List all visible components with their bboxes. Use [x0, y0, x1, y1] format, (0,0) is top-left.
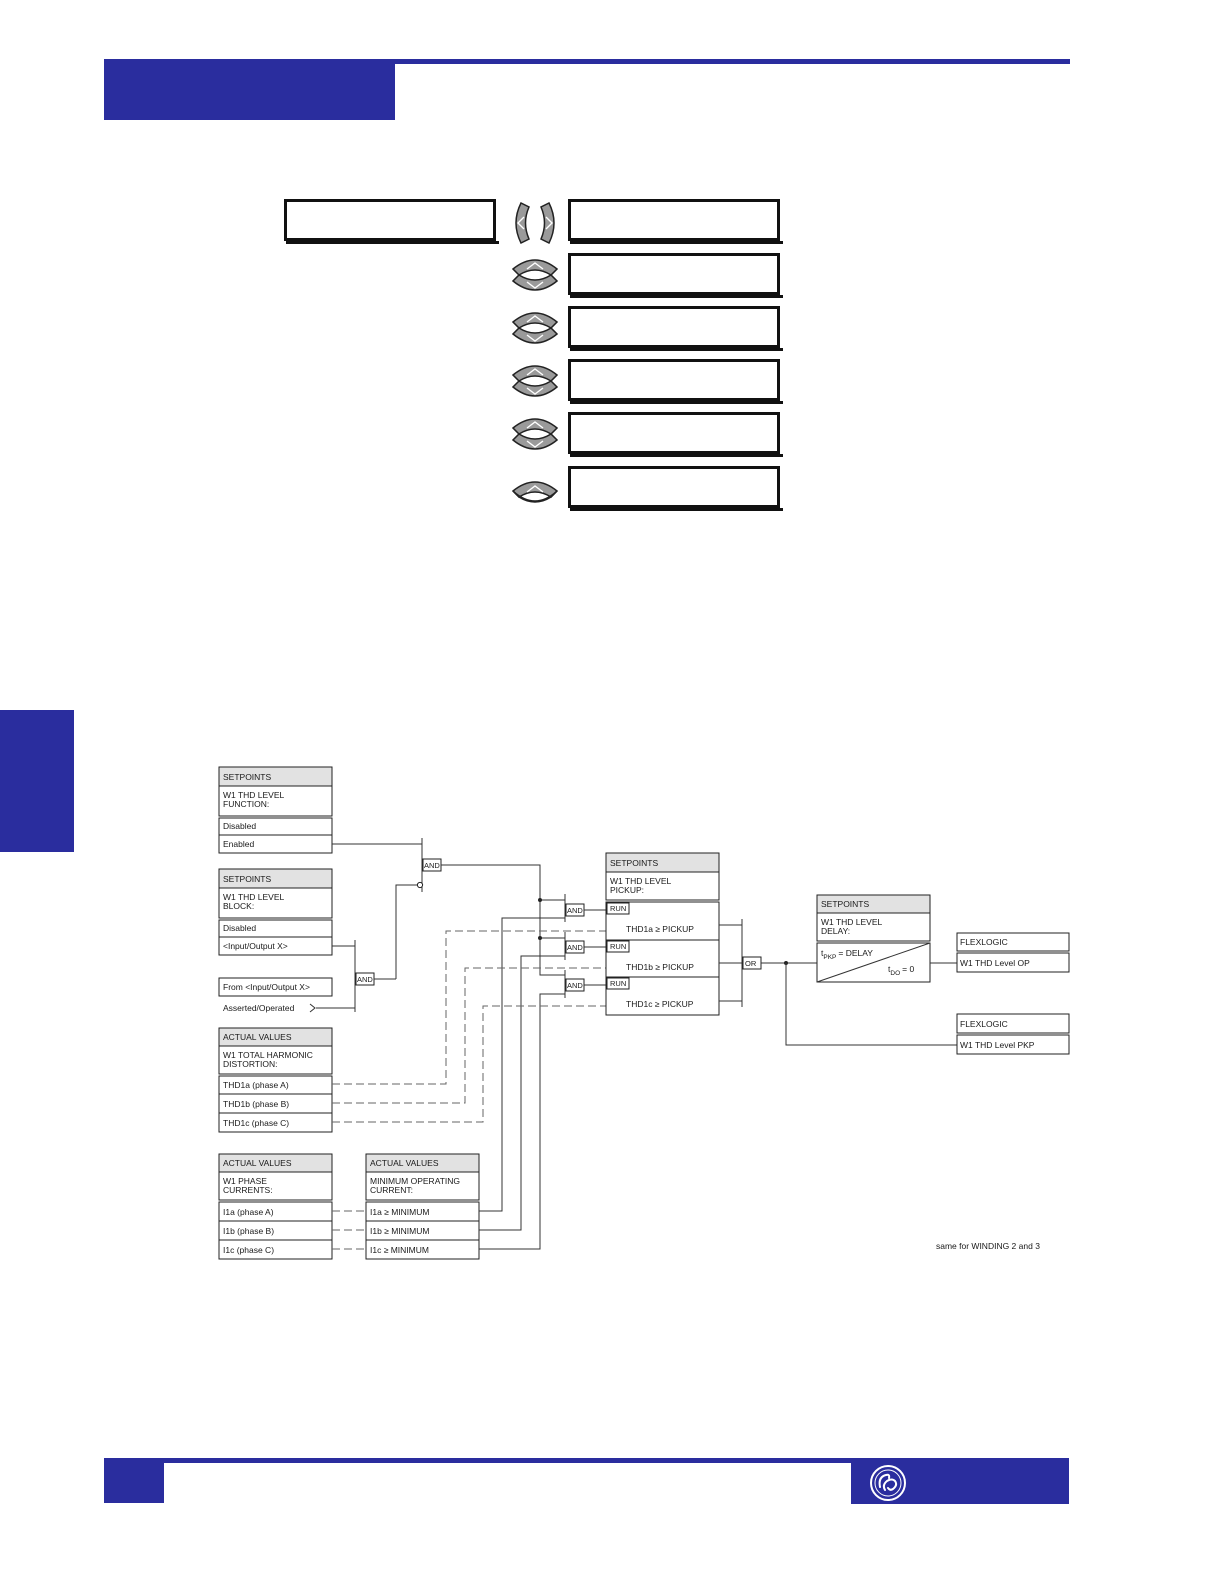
lcd-display-1 — [568, 199, 783, 244]
from-io-label: From <Input/Output X> — [223, 982, 310, 992]
footer-rule — [104, 1458, 1069, 1463]
actual-values-minimum-header: ACTUAL VALUES — [370, 1158, 439, 1168]
actual-values-thd-title2: DISTORTION: — [223, 1059, 277, 1069]
keypad-icons — [511, 201, 559, 503]
actual-values-currents-title2: CURRENTS: — [223, 1185, 273, 1195]
or-gate-label: OR — [745, 959, 757, 968]
run-label-a: RUN — [610, 904, 626, 913]
pickup-comparator-a: THD1a ≥ PICKUP — [626, 924, 694, 934]
lcd-display-2 — [568, 253, 783, 298]
up-down-key-icon[interactable] — [511, 312, 559, 344]
actual-values-thd-header: ACTUAL VALUES — [223, 1032, 292, 1042]
tpkp-label: tPKP= DELAY — [821, 948, 873, 961]
setpoint-pickup-block: SETPOINTS W1 THD LEVEL PICKUP: RUN RUN R… — [605, 852, 720, 1016]
flexlogic-pkp-block: FLEXLOGIC W1 THD Level PKP — [956, 1013, 1070, 1055]
lcd-display-menu — [284, 199, 499, 244]
setpoint-block-disabled: Disabled — [223, 923, 256, 933]
setpoint-block-header: SETPOINTS — [223, 874, 272, 884]
flexlogic-op-value: W1 THD Level OP — [960, 958, 1030, 968]
winding-note: same for WINDING 2 and 3 — [936, 1241, 1040, 1251]
setpoint-delay-title2: DELAY: — [821, 926, 850, 936]
up-arrow-key-icon[interactable] — [511, 481, 559, 503]
setpoint-function-enabled: Enabled — [223, 839, 254, 849]
from-input-output-block: From <Input/Output X> Asserted/Operated — [218, 977, 333, 1013]
setpoint-function-block: SETPOINTS W1 THD LEVEL FUNCTION: Disable… — [218, 766, 333, 854]
setpoint-function-title2: FUNCTION: — [223, 799, 269, 809]
actual-values-thd-title1: W1 TOTAL HARMONIC — [223, 1050, 313, 1060]
setpoint-function-title1: W1 THD LEVEL — [223, 790, 285, 800]
run-label-c: RUN — [610, 979, 626, 988]
right-arrow-key-icon[interactable] — [540, 201, 555, 245]
phase-and-gates: AND AND AND — [564, 894, 606, 998]
and-gate-2-label: AND — [357, 975, 373, 984]
setpoint-function-disabled: Disabled — [223, 821, 256, 831]
header-block — [104, 59, 395, 120]
setpoint-block-title1: W1 THD LEVEL — [223, 892, 285, 902]
actual-values-minimum-block: ACTUAL VALUES MINIMUM OPERATING CURRENT:… — [365, 1153, 480, 1260]
setpoint-block-io: <Input/Output X> — [223, 941, 288, 951]
ge-logo-icon — [870, 1465, 906, 1501]
lcd-display-5 — [568, 412, 783, 457]
thd-phase-b: THD1b (phase B) — [223, 1099, 289, 1109]
flexlogic-op-header: FLEXLOGIC — [960, 937, 1008, 947]
setpoint-delay-title1: W1 THD LEVEL — [821, 917, 883, 927]
actual-values-thd-block: ACTUAL VALUES W1 TOTAL HARMONIC DISTORTI… — [218, 1027, 333, 1133]
setpoint-pickup-title2: PICKUP: — [610, 885, 644, 895]
setpoint-pickup-header: SETPOINTS — [610, 858, 659, 868]
flexlogic-op-block: FLEXLOGIC W1 THD Level OP — [956, 932, 1070, 973]
lcd-display-6 — [568, 466, 783, 511]
left-arrow-key-icon[interactable] — [515, 201, 530, 245]
thd-phase-a: THD1a (phase A) — [223, 1080, 289, 1090]
actual-values-currents-block: ACTUAL VALUES W1 PHASE CURRENTS: I1a (ph… — [218, 1153, 333, 1260]
pickup-comparator-b: THD1b ≥ PICKUP — [626, 962, 694, 972]
header-rule — [395, 59, 1070, 64]
setpoint-function-header: SETPOINTS — [223, 772, 272, 782]
svg-text:AND: AND — [567, 906, 583, 915]
run-label-b: RUN — [610, 942, 626, 951]
footer-page-block — [104, 1458, 164, 1503]
up-down-key-icon[interactable] — [511, 259, 559, 291]
and-gate-1-label: AND — [424, 861, 440, 870]
setpoint-block-title2: BLOCK: — [223, 901, 254, 911]
up-down-key-icon[interactable] — [511, 418, 559, 450]
minimum-phase-b: I1b ≥ MINIMUM — [370, 1226, 429, 1236]
flexlogic-pkp-value: W1 THD Level PKP — [960, 1040, 1035, 1050]
setpoint-pickup-title1: W1 THD LEVEL — [610, 876, 672, 886]
setpoint-delay-block: SETPOINTS W1 THD LEVEL DELAY: tPKP= DELA… — [816, 894, 931, 983]
flexlogic-pkp-header: FLEXLOGIC — [960, 1019, 1008, 1029]
up-down-key-icon[interactable] — [511, 365, 559, 397]
minimum-phase-c: I1c ≥ MINIMUM — [370, 1245, 429, 1255]
actual-values-currents-title1: W1 PHASE — [223, 1176, 267, 1186]
pickup-comparator-c: THD1c ≥ PICKUP — [626, 999, 694, 1009]
actual-values-minimum-title1: MINIMUM OPERATING — [370, 1176, 460, 1186]
svg-text:AND: AND — [567, 981, 583, 990]
lcd-display-4 — [568, 359, 783, 404]
lcd-display-3 — [568, 306, 783, 351]
tdo-label: tDO= 0 — [888, 964, 914, 977]
actual-values-currents-header: ACTUAL VALUES — [223, 1158, 292, 1168]
current-phase-b: I1b (phase B) — [223, 1226, 274, 1236]
setpoint-block-block: SETPOINTS W1 THD LEVEL BLOCK: Disabled <… — [218, 868, 333, 956]
current-phase-c: I1c (phase C) — [223, 1245, 274, 1255]
inverter-bubble — [416, 881, 424, 889]
asserted-operated-label: Asserted/Operated — [223, 1003, 295, 1013]
thd-phase-c: THD1c (phase C) — [223, 1118, 289, 1128]
svg-text:AND: AND — [567, 943, 583, 952]
side-chapter-tab — [0, 710, 74, 852]
minimum-phase-a: I1a ≥ MINIMUM — [370, 1207, 429, 1217]
current-phase-a: I1a (phase A) — [223, 1207, 274, 1217]
setpoint-delay-header: SETPOINTS — [821, 899, 870, 909]
actual-values-minimum-title2: CURRENT: — [370, 1185, 413, 1195]
